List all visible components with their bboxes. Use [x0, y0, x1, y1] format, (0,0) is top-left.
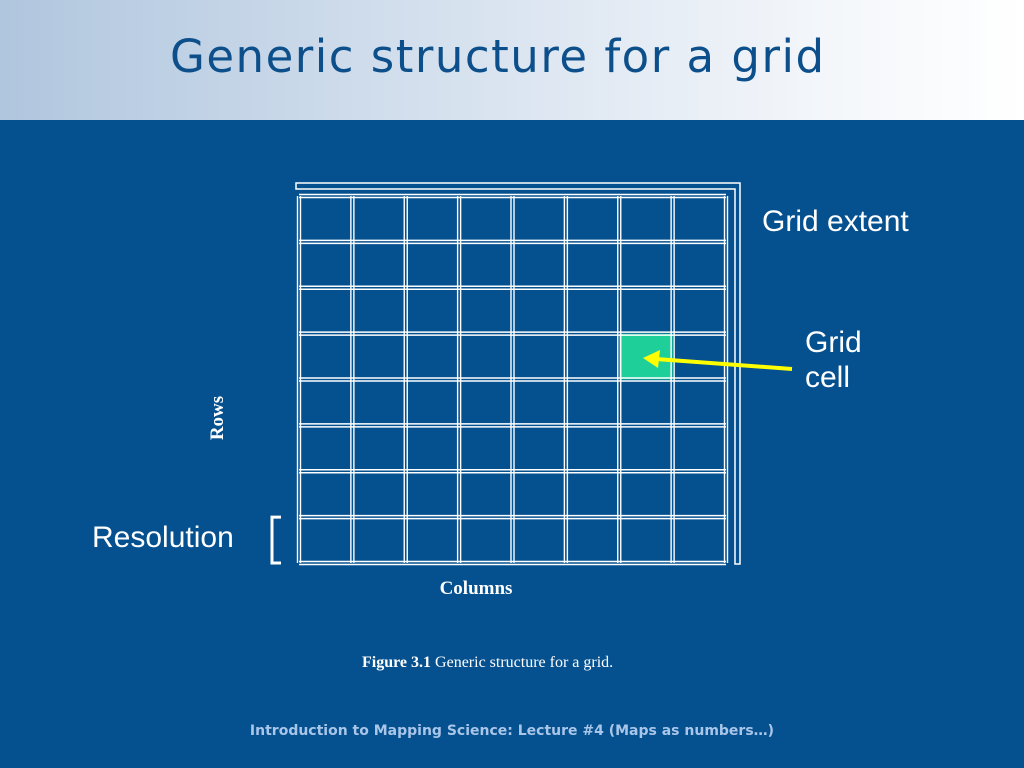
- slide-title: Generic structure for a grid: [170, 30, 826, 83]
- columns-axis-label: Columns: [439, 578, 513, 599]
- slide-footer: Introduction to Mapping Science: Lecture…: [249, 723, 775, 739]
- grid-extent-outline: [295, 182, 741, 565]
- grid-diagram: [270, 182, 793, 566]
- title-banner: Generic structure for a grid: [0, 0, 1024, 120]
- highlighted-grid-cell: [619, 333, 673, 380]
- grid: [270, 182, 793, 566]
- figure-number: Figure 3.1: [362, 654, 432, 671]
- figure-caption-text: Generic structure for a grid.: [435, 654, 614, 671]
- rows-axis-label: Rows: [207, 395, 228, 441]
- grid-extent-label: Grid extent: [762, 205, 909, 238]
- arrow-shaft: [655, 357, 793, 371]
- grid-cell-label: Grid cell: [805, 326, 862, 394]
- resolution-label: Resolution: [92, 521, 234, 554]
- slide-body: [0, 120, 1024, 768]
- resolution-bracket: [270, 515, 281, 565]
- arrow-head: [643, 350, 660, 368]
